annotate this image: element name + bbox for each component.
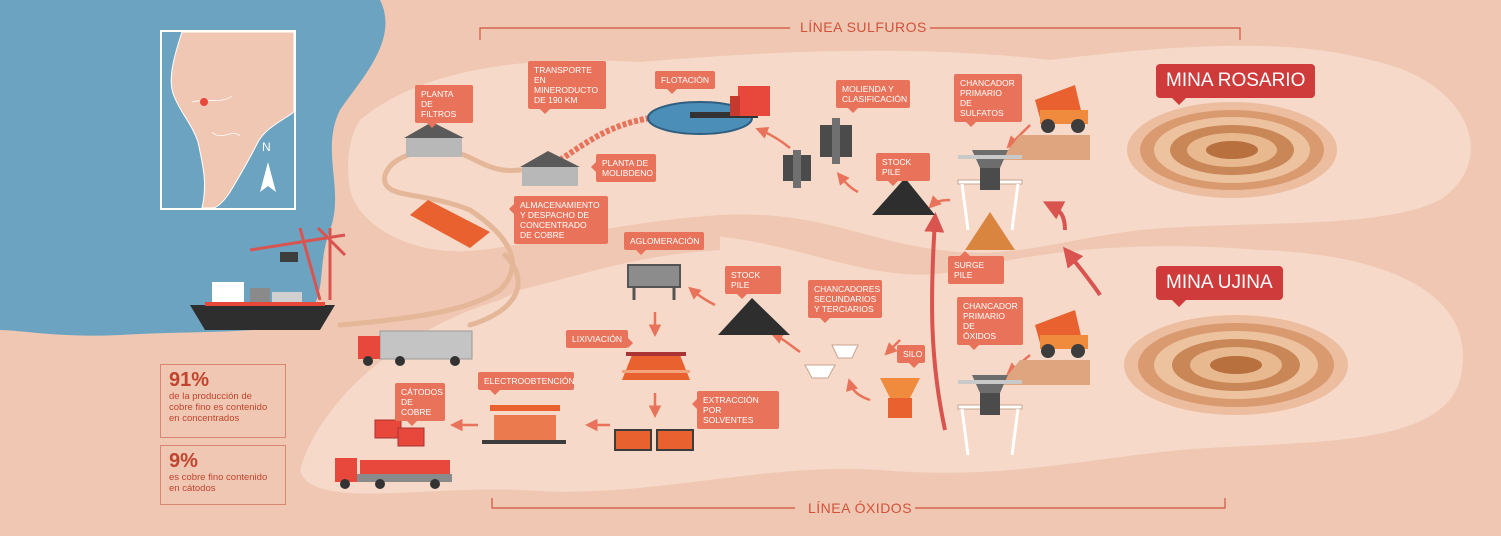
catodos-label: CÁTODOS DE COBRE xyxy=(395,383,445,426)
planta-molibdeno-building xyxy=(520,151,580,186)
location-pin-icon xyxy=(200,98,208,106)
planta-filtros-label: PLANTA DE FILTROS xyxy=(415,85,473,128)
transporte-label: TRANSPORTE EN MINERODUCTO DE 190 KM xyxy=(528,61,606,114)
chancadores-secundarios-label: CHANCADORES SECUNDARIOS Y TERCIARIOS xyxy=(808,280,882,323)
silo-label: SILO xyxy=(897,345,925,368)
silo xyxy=(880,378,920,418)
chancador-sulfatos-label: CHANCADOR PRIMARIO DE SULFATOS xyxy=(954,74,1022,127)
stat-concentrados-text: de la producción de cobre fino es conten… xyxy=(169,391,268,424)
north-arrow-icon xyxy=(260,162,276,192)
catodos-truck xyxy=(335,458,452,489)
crusher-sulfatos xyxy=(957,150,1023,231)
continent-shape xyxy=(170,31,295,209)
stat-catodos-value: 9% xyxy=(169,450,198,472)
electroobtencion-label: ELECTROOBTENCIÓN xyxy=(478,372,575,395)
aglomeracion-drum xyxy=(627,264,681,300)
mineroducto xyxy=(558,115,651,163)
electroobtencion-cells xyxy=(482,405,566,444)
stat-catodos: 9% es cobre fino contenido en cátodos xyxy=(160,445,286,505)
surge-pile xyxy=(965,212,1015,250)
port-crane xyxy=(249,226,347,301)
dump-truck-ujina xyxy=(1000,310,1090,385)
mina-rosario-label: MINA ROSARIO xyxy=(1156,64,1316,105)
aglomeracion-label: AGLOMERACIÓN xyxy=(624,232,704,255)
section-brackets xyxy=(479,27,1241,509)
crusher-oxidos xyxy=(957,375,1023,456)
stock-pile-oxidos-label: STOCK PILE xyxy=(725,266,781,299)
catodos-stack xyxy=(374,419,425,447)
flotacion-label: FLOTACIÓN xyxy=(655,71,715,94)
north-label: N xyxy=(262,140,271,154)
stock-pile-sulfuros xyxy=(872,178,935,215)
stat-concentrados: 91% de la producción de cobre fino es co… xyxy=(160,364,286,438)
molienda-mills xyxy=(783,118,852,188)
chancador-oxidos-label: CHANCADOR PRIMARIO DE ÓXIDOS xyxy=(957,297,1023,350)
cargo-ship xyxy=(190,282,335,330)
molienda-label: MOLIENDA Y CLASIFICACIÓN xyxy=(836,80,910,113)
mina-ujina-label: MINA UJINA xyxy=(1156,266,1283,307)
mine-rosario-pit xyxy=(1127,102,1337,198)
surge-pile-label: SURGE PILE xyxy=(948,251,1004,284)
mine-ujina-pit xyxy=(1124,315,1348,415)
secondary-crushers xyxy=(804,344,859,379)
stock-pile-sulfuros-label: STOCK PILE xyxy=(876,153,930,186)
extraccion-label: EXTRACCIÓN POR SOLVENTES xyxy=(692,391,779,429)
south-america-map: N xyxy=(160,30,296,210)
dump-truck-rosario xyxy=(1000,85,1090,160)
linea-sulfuros-title: LÍNEA SULFUROS xyxy=(800,19,927,35)
flotacion-plant xyxy=(647,86,770,135)
planta-filtros-building xyxy=(404,122,464,157)
lixiviacion-pile xyxy=(622,352,690,380)
linea-oxidos-title: LÍNEA ÓXIDOS xyxy=(808,500,913,516)
stock-pile-oxidos xyxy=(718,298,790,335)
stat-catodos-text: es cobre fino contenido en cátodos xyxy=(169,472,268,494)
stat-concentrados-value: 91% xyxy=(169,369,210,391)
main-red-arrows xyxy=(924,201,1102,431)
lixiviacion-label: LIXIVIACIÓN xyxy=(566,330,633,348)
almacenamiento-label: ALMACENAMIENTO Y DESPACHO DE CONCENTRADO… xyxy=(509,196,608,244)
planta-molibdeno-label: PLANTA DE MOLIBDENO xyxy=(591,154,656,182)
almacenamiento-shed xyxy=(410,200,490,248)
concentrate-truck xyxy=(358,330,473,366)
map-svg xyxy=(170,31,295,209)
extraccion-tanks xyxy=(614,429,694,451)
